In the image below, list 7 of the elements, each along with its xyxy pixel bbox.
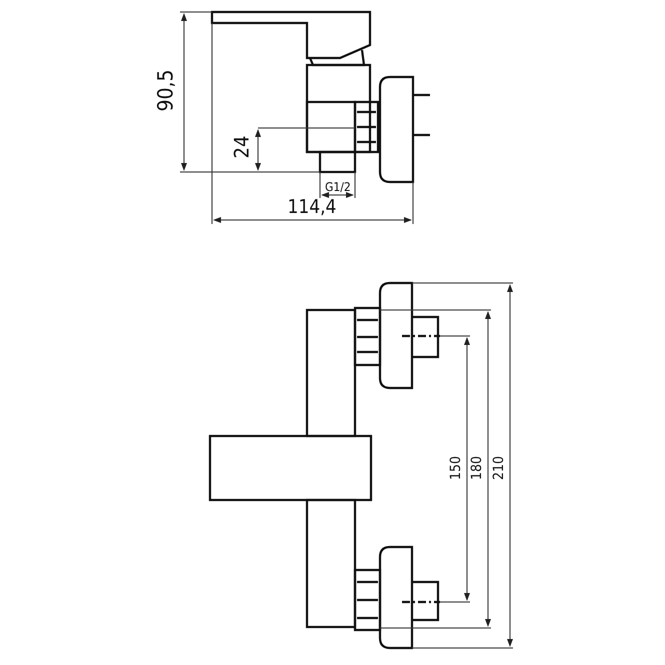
dimension-label: 90,5 [156, 68, 177, 112]
dimension-label: 210 [492, 456, 506, 480]
dimension-label: 150 [449, 456, 464, 480]
dimension-label: 180 [470, 456, 484, 480]
dimension-label: G1/2 [325, 181, 351, 193]
dimension-label: 24 [230, 136, 251, 158]
dimension-label: 114,4 [288, 198, 336, 216]
